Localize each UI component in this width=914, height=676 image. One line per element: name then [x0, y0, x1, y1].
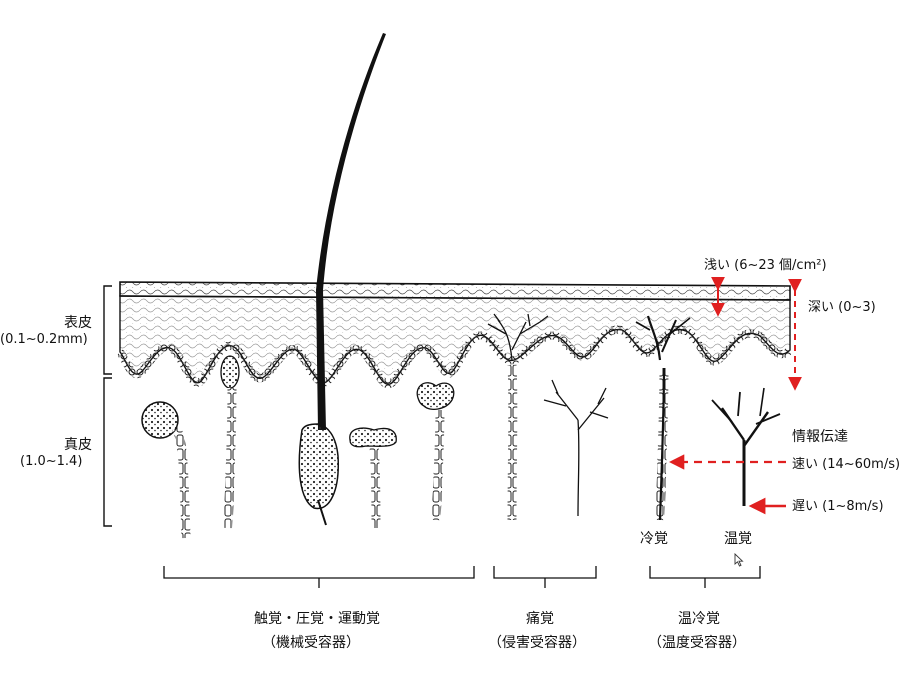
epidermis-thickness-label: (0.1~0.2mm) — [0, 332, 88, 347]
free-nerve-ending-shallow — [487, 313, 549, 521]
conduction-title: 情報伝達 — [792, 429, 848, 445]
mouse-cursor-icon — [734, 553, 744, 567]
slow-conduction-label: 遅い (1~8m/s) — [792, 499, 884, 514]
meissner-corpuscle — [141, 401, 191, 539]
dermis-thickness-label: (1.0~1.4) — [20, 454, 83, 469]
cold-receptor — [635, 315, 691, 521]
mechanoreceptor-group-sublabel: （機械受容器） — [262, 635, 360, 651]
epidermis-bracket — [103, 285, 112, 375]
nociceptor-group-sublabel: （侵害受容器） — [488, 635, 586, 651]
thermoreceptor-group — [635, 315, 781, 521]
pacinian-like-corpuscle — [349, 427, 397, 529]
mechanoreceptor-bracket — [163, 566, 475, 588]
layer-brackets — [103, 285, 112, 527]
warm-receptor-label: 温覚 — [724, 531, 752, 547]
merkel-disc-nerve — [220, 355, 240, 529]
nociceptor-group-label: 痛覚 — [526, 611, 554, 627]
epidermis-label: 表皮 — [64, 315, 92, 331]
dermis-bracket — [103, 377, 112, 527]
dermis-label: 真皮 — [64, 437, 92, 453]
deep-depth-label: 深い (0~3) — [808, 300, 876, 315]
fast-conduction-label: 速い (14~60m/s) — [792, 457, 901, 472]
red-arrows — [668, 276, 802, 515]
thermoreceptor-group-label: 温冷覚 — [678, 611, 720, 627]
nociceptor-bracket — [493, 566, 597, 588]
thermoreceptor-bracket — [649, 566, 761, 588]
shallow-depth-label: 浅い (6~23 個/cm²) — [704, 258, 827, 273]
nociceptor-group — [487, 313, 609, 521]
mechanoreceptor-group-label: 触覚・圧覚・運動覚 — [254, 611, 380, 627]
cold-receptor-label: 冷覚 — [640, 531, 668, 547]
ruffini-ending — [416, 382, 455, 521]
mechanoreceptor-group — [141, 355, 455, 539]
thermoreceptor-group-sublabel: （温度受容器） — [648, 635, 746, 651]
group-brackets — [163, 566, 761, 588]
free-nerve-ending-deep — [543, 379, 609, 517]
warm-receptor — [711, 387, 781, 506]
hair-follicle — [298, 33, 386, 526]
